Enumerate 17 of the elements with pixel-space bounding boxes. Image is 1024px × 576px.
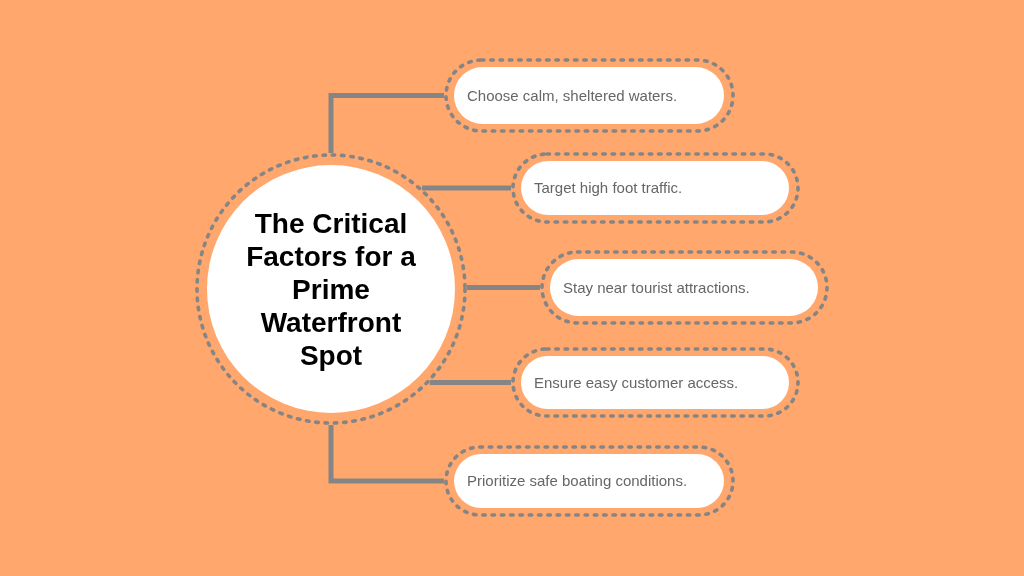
connector-line (328, 93, 444, 153)
factor-pill (511, 347, 800, 418)
factor-pill (444, 58, 735, 133)
connector-line (429, 380, 511, 385)
connector-line (467, 285, 540, 290)
topic-circle (195, 153, 467, 425)
factor-text: Ensure easy customer access. (534, 373, 739, 392)
connector-line (422, 185, 511, 191)
connector-line (328, 425, 444, 484)
factor-text: Stay near tourist attractions. (563, 278, 750, 297)
factor-pill (444, 445, 735, 517)
factor-text: Choose calm, sheltered waters. (467, 86, 678, 105)
factor-text: Target high foot traffic. (534, 179, 683, 197)
topic-title: The Critical Factors for a Prime Waterfront Spot (245, 206, 417, 372)
factor-pill (540, 250, 829, 325)
factor-text: Prioritize safe boating conditions. (467, 472, 688, 490)
factor-pill (511, 152, 800, 224)
